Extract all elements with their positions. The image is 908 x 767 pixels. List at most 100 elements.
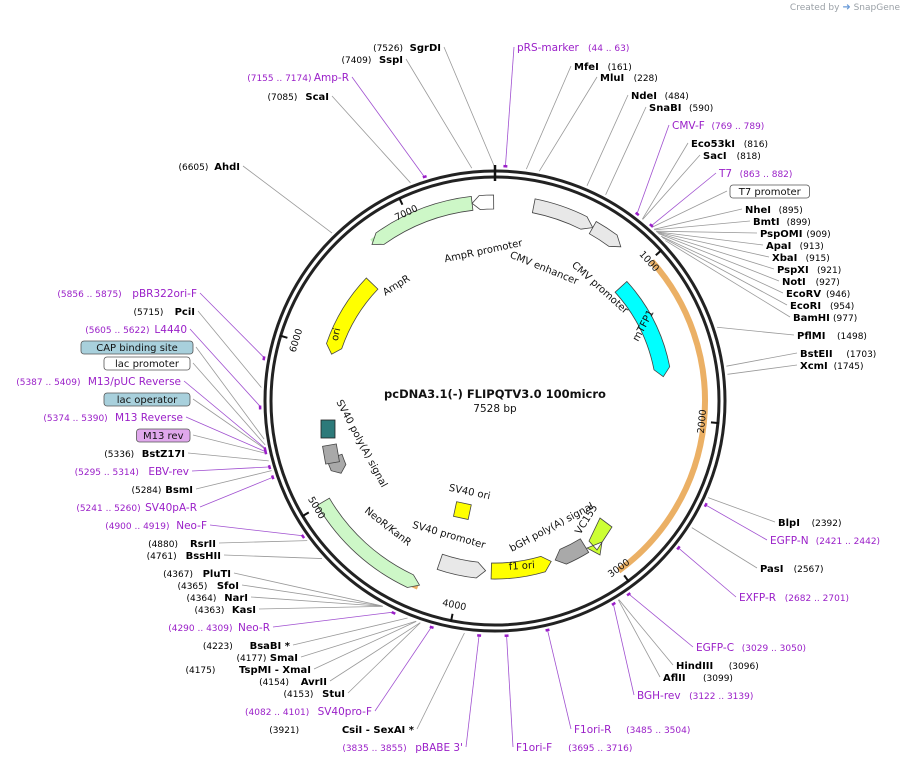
site-label[interactable]: EcoRV(946) [786,289,850,300]
site-name: BsaBI * [250,641,291,652]
site-label[interactable]: BstZ17I(5336) [104,449,185,460]
site-label[interactable]: CAP binding site [80,340,194,355]
site-label[interactable]: AflII(3099) [663,673,733,684]
feature-sv40-promoter[interactable] [436,553,487,579]
site-label[interactable]: T7(863 .. 882) [718,168,792,180]
site-label[interactable]: ScaI(7085) [267,92,329,103]
feature-vc155[interactable] [586,517,613,556]
site-position: (4154) [259,678,289,688]
site-label[interactable]: NotI(927) [782,277,840,288]
site-label[interactable]: F1ori-F(3695 .. 3716) [516,742,632,754]
site-label[interactable]: M13 Reverse(5374 .. 5390) [43,412,183,424]
site-label[interactable]: SgrDI(7526) [373,43,441,54]
site-label[interactable]: SnaBI(590) [649,103,713,114]
site-label[interactable]: BssHII(4761) [147,551,221,562]
site-label[interactable]: pBR322ori-F(5856 .. 5875) [57,288,197,300]
site-label[interactable]: Neo-R(4290 .. 4309) [168,622,270,634]
site-label[interactable]: PluTI(4367) [163,569,231,580]
feature-lac-region[interactable] [320,419,336,439]
site-label[interactable]: BGH-rev(3122 .. 3139) [637,690,753,702]
site-label[interactable]: lac promoter [103,356,191,371]
site-label[interactable]: XcmI(1745) [800,361,864,372]
site-label[interactable]: SfoI(4365) [177,581,239,592]
site-label[interactable]: BlpI(2392) [778,518,842,529]
site-label[interactable]: SmaI(4177) [236,653,298,664]
site-label[interactable]: EGFP-N(2421 .. 2442) [770,535,880,547]
site-label[interactable]: NarI(4364) [186,593,248,604]
site-label[interactable]: L4440(5605 .. 5622) [85,324,187,336]
leader-line [272,611,394,628]
leader-line [374,626,433,712]
orf-highlight-arc [616,259,708,574]
site-label[interactable]: CsiI - SexAI *(3921) [269,725,414,736]
site-label[interactable]: SV40pro-F(4082 .. 4101) [245,706,372,718]
feature-neor-kanr[interactable] [316,497,421,588]
leader-line [329,622,421,682]
site-label[interactable]: StuI(4153) [283,689,345,700]
leader-line [654,220,751,231]
site-label[interactable]: BsaBI *(4223) [203,641,291,652]
site-position: (913) [800,242,824,252]
site-label[interactable]: F1ori-R(3485 .. 3504) [574,724,690,736]
site-label[interactable]: SV40pA-R(5241 .. 5260) [76,502,197,514]
site-label[interactable]: Amp-R(7155 .. 7174) [247,72,349,84]
site-label[interactable]: BmtI(899) [753,217,811,228]
site-label[interactable]: Neo-F(4900 .. 4919) [105,520,207,532]
leader-line [653,208,743,230]
site-label[interactable]: MfeI(161) [574,62,632,73]
primer-marker [267,464,272,470]
leader-line [183,380,267,450]
feature-mtfp1[interactable] [614,280,671,378]
site-label[interactable]: NdeI(484) [631,91,689,102]
feature-cmv-promoter[interactable] [588,220,622,248]
site-label[interactable]: BstEII(1703) [800,349,876,360]
site-label[interactable]: SspI(7409) [341,55,403,66]
site-label[interactable]: PspXI(921) [777,265,841,276]
feature-f1-ori[interactable] [490,555,552,580]
site-label[interactable]: TspMI - XmaI(4175) [185,665,311,676]
site-label[interactable]: NheI(895) [745,205,803,216]
site-label[interactable]: MluI(228) [600,73,658,84]
site-label[interactable]: PspOMI(909) [760,229,831,240]
site-label[interactable]: HindIII(3096) [676,661,759,672]
site-label[interactable]: BsmI(5284) [131,485,193,496]
site-position: (4365) [177,582,207,592]
site-label[interactable]: EcoRI(954) [790,301,854,312]
site-label[interactable]: RsrII(4880) [148,539,216,550]
feature-bgh-poly-a-signal[interactable] [554,538,590,565]
site-name: MfeI [574,62,599,73]
feature-cmv-enhancer[interactable] [531,198,594,230]
feature-ampr[interactable] [371,195,474,245]
site-label[interactable]: ApaI(913) [766,241,824,252]
site-label[interactable]: EGFP-C(3029 .. 3050) [696,642,806,654]
site-label[interactable]: M13/pUC Reverse(5387 .. 5409) [16,376,181,388]
feature-ori[interactable] [326,277,379,355]
leader-line [504,46,515,168]
feature-ampr-promoter[interactable] [471,194,495,211]
site-label[interactable]: BamHI(977) [793,313,857,324]
site-label[interactable]: PflMI(1498) [797,331,867,342]
site-label[interactable]: AvrII(4154) [259,677,327,688]
leader-line [192,398,267,450]
feature-label: SV40 ori [448,483,491,503]
site-label[interactable]: EXFP-R(2682 .. 2701) [739,592,849,604]
feature-lac-block[interactable] [322,443,340,465]
feature-label: AmpR [381,273,412,298]
site-label[interactable]: AhdI(6605) [178,162,240,173]
site-label[interactable]: XbaI(915) [772,253,830,264]
site-label[interactable]: PciI(5715) [133,307,195,318]
site-label[interactable]: Eco53kI(816) [691,139,768,150]
site-label[interactable]: pRS-marker(44 .. 63) [517,42,629,54]
feature-sv40-ori[interactable] [453,501,472,520]
site-label[interactable]: PasI(2567) [760,564,824,575]
site-label[interactable]: KasI(4363) [194,605,256,616]
site-label[interactable]: CMV-F(769 .. 789) [672,120,764,132]
site-label[interactable]: lac operator [103,392,191,407]
site-label[interactable]: pBABE 3'(3835 .. 3855) [342,742,463,754]
site-label[interactable]: T7 promoter [729,184,810,199]
site-label[interactable]: M13 rev [136,428,191,443]
site-name: SspI [379,55,403,66]
site-name: pRS-marker [517,42,580,54]
site-label[interactable]: EBV-rev(5295 .. 5314) [75,466,189,478]
site-label[interactable]: SacI(818) [703,151,761,162]
